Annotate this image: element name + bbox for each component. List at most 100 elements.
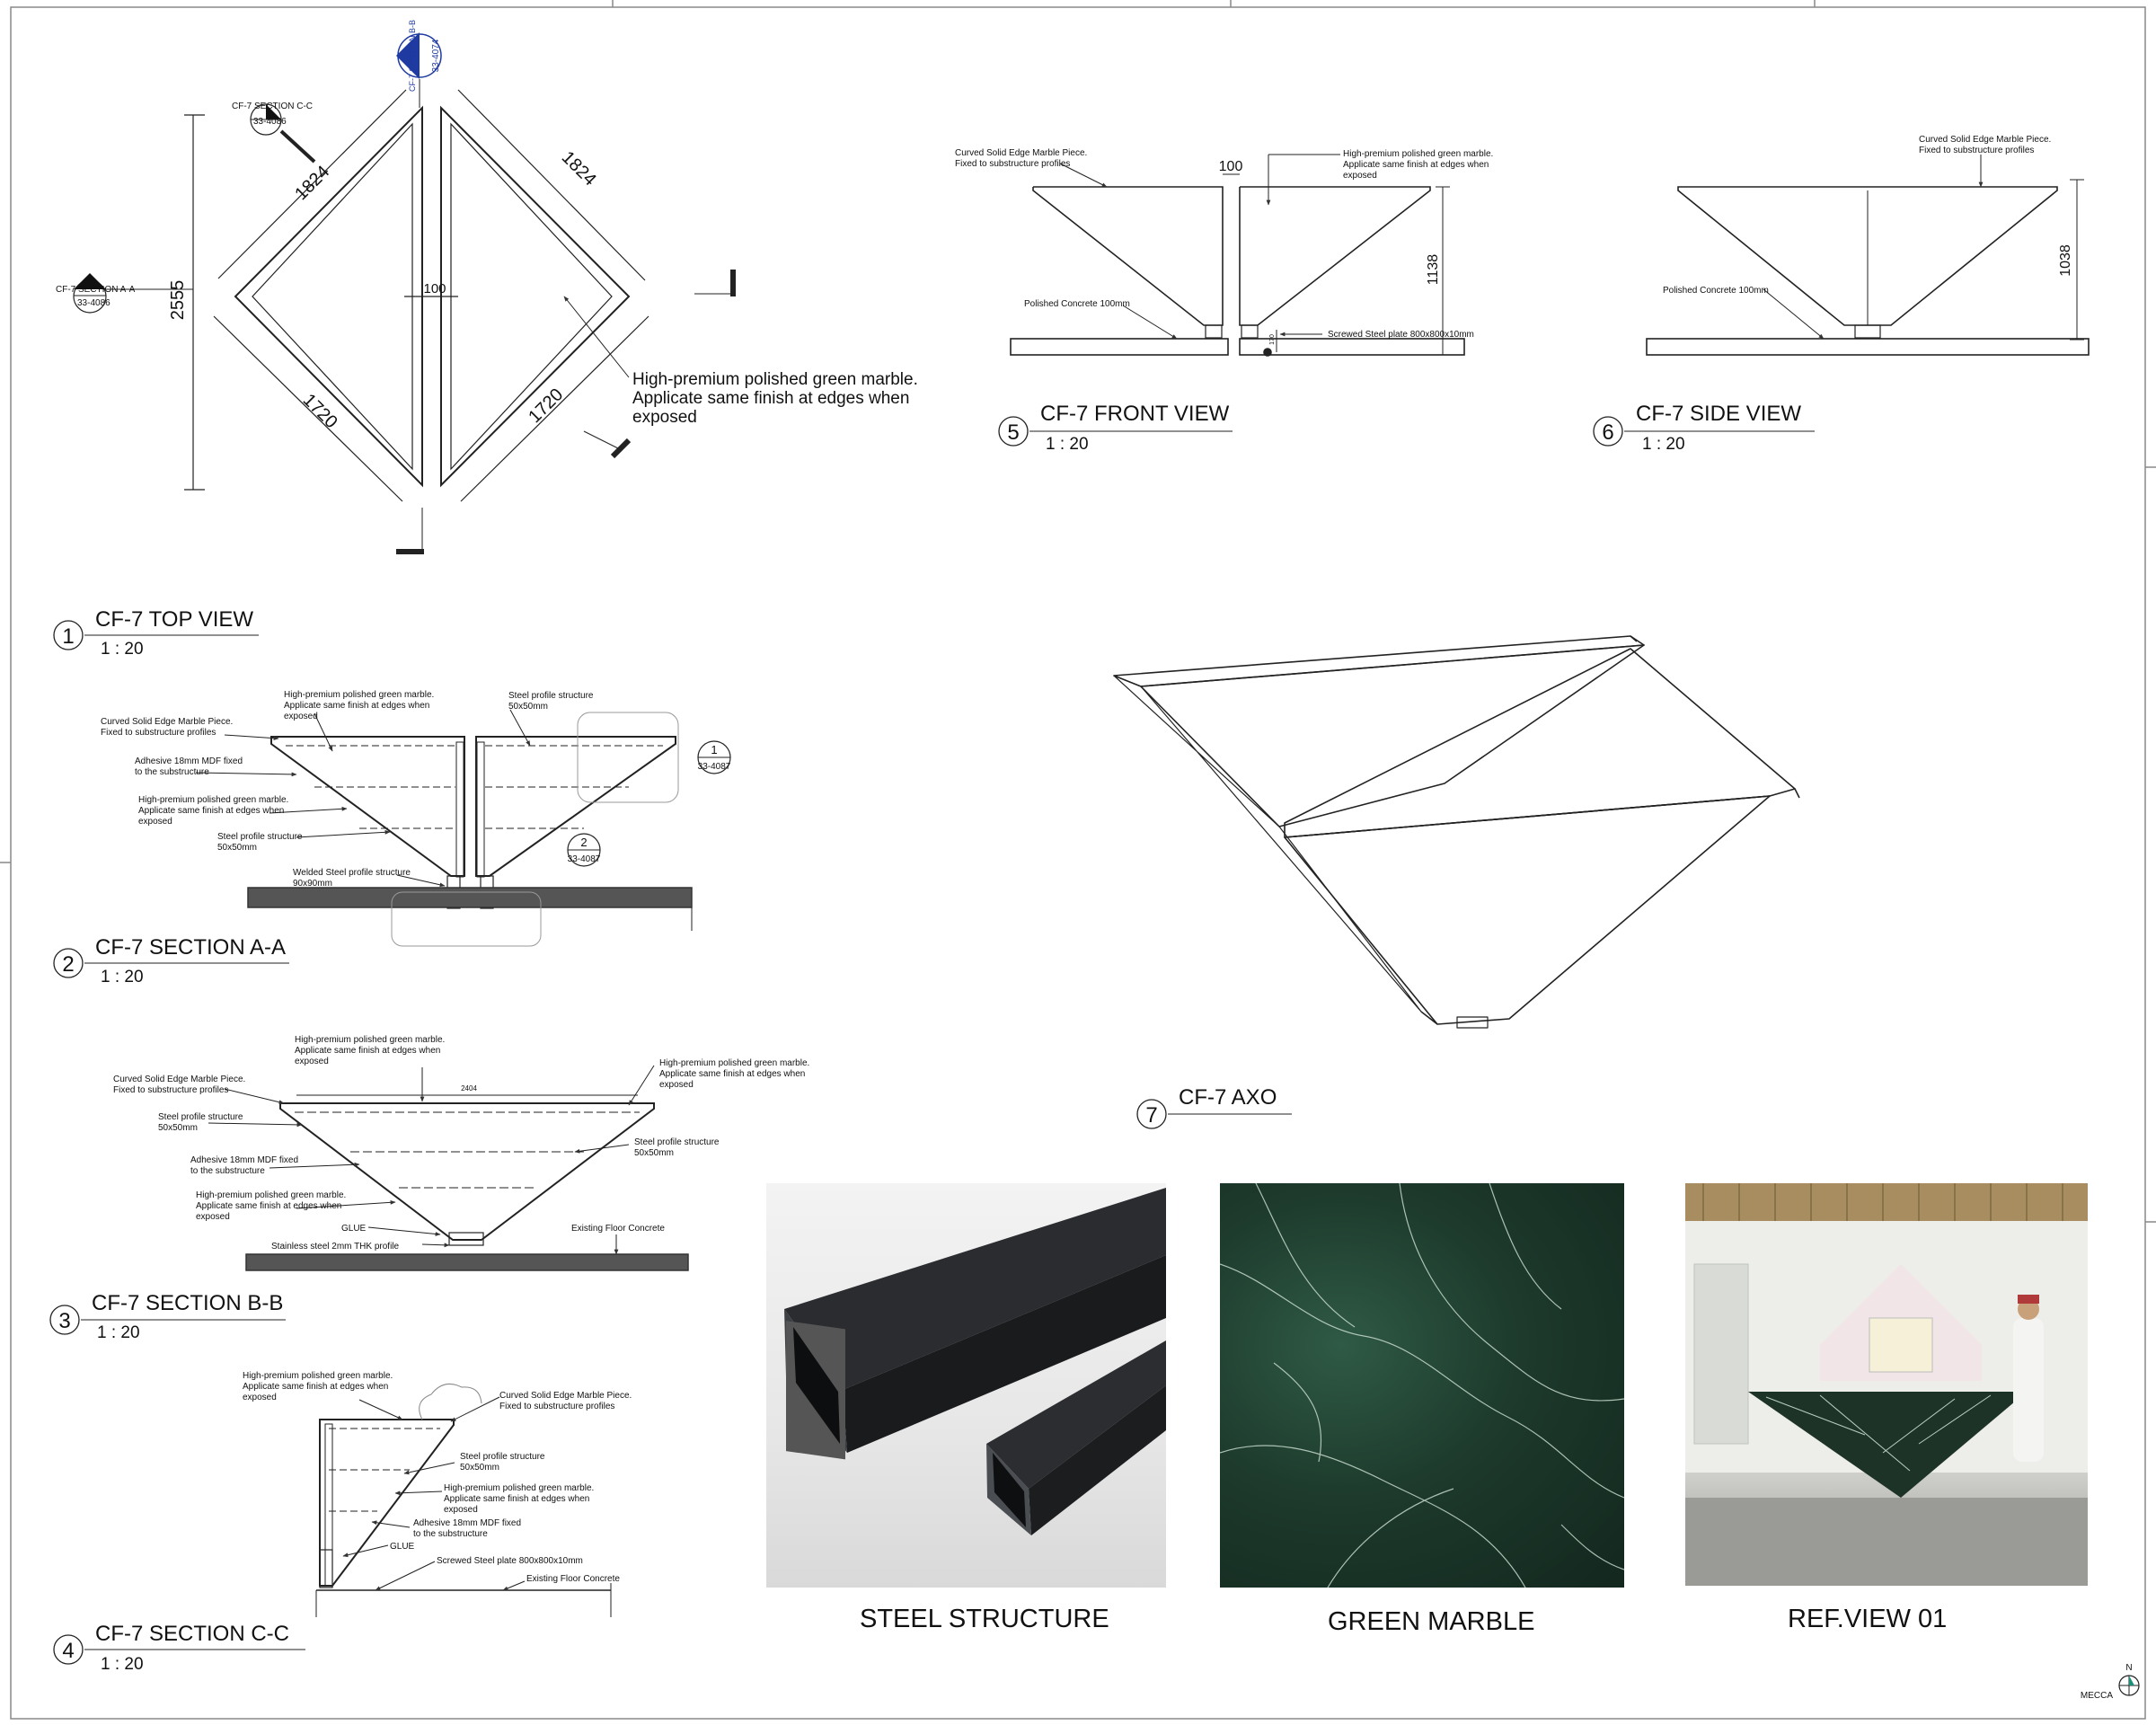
green-marble-caption: GREEN MARBLE bbox=[1328, 1607, 1535, 1636]
view-6-name: CF-7 SIDE VIEW bbox=[1636, 402, 1801, 426]
marble-note-line2: Applicate same finish at edges when bbox=[632, 389, 909, 408]
section-aa-notes: High-premium polished green marble. Appl… bbox=[101, 690, 594, 889]
section-aa-drawing bbox=[195, 709, 693, 947]
dim-100: 100 bbox=[423, 281, 446, 296]
front-concrete-note: Polished Concrete 100mm bbox=[1024, 299, 1130, 309]
bb-marble-right-2: Applicate same finish at edges when bbox=[659, 1069, 805, 1079]
view-4-name: CF-7 SECTION C-C bbox=[95, 1622, 289, 1646]
cc-mdf-2: to the substructure bbox=[413, 1529, 488, 1539]
section-aa-detail-2: 2 33-4087 bbox=[567, 833, 601, 867]
view-7-number: 7 bbox=[1145, 1103, 1157, 1128]
section-b-marker: CF-7 SECTION B-B 33-4074 bbox=[396, 20, 442, 92]
aa-steel-mid-1: Steel profile structure bbox=[217, 832, 303, 842]
top-view-drawing bbox=[184, 79, 736, 554]
view-6-title: 6 CF-7 SIDE VIEW 1 : 20 bbox=[1593, 402, 1815, 454]
section-c-ref: 33-4086 bbox=[253, 117, 287, 127]
side-concrete-note: Polished Concrete 100mm bbox=[1663, 286, 1769, 296]
detail-1-ref: 33-4087 bbox=[698, 762, 731, 772]
view-4-title: 4 CF-7 SECTION C-C 1 : 20 bbox=[53, 1622, 305, 1674]
view-6-number: 6 bbox=[1602, 420, 1613, 445]
side-view-notes: Curved Solid Edge Marble Piece. Fixed to… bbox=[1663, 135, 2073, 296]
bb-floor: Existing Floor Concrete bbox=[571, 1224, 665, 1234]
front-marble-note-3: exposed bbox=[1343, 171, 1377, 181]
dim-1824-left: 1824 bbox=[291, 162, 333, 204]
view-2-name: CF-7 SECTION A-A bbox=[95, 935, 286, 960]
aa-marble-mid-1: High-premium polished green marble. bbox=[138, 795, 288, 805]
aa-curved-2: Fixed to substructure profiles bbox=[101, 728, 216, 738]
bb-marble-top-3: exposed bbox=[295, 1057, 329, 1066]
cc-marble-top-3: exposed bbox=[243, 1393, 277, 1402]
cc-marble-top-1: High-premium polished green marble. bbox=[243, 1371, 393, 1381]
cc-plate-note: Screwed Steel plate 800x800x10mm bbox=[437, 1556, 583, 1566]
view-3-number: 3 bbox=[58, 1309, 70, 1333]
cc-marble-mid-2: Applicate same finish at edges when bbox=[444, 1494, 589, 1504]
bb-marble-low-2: Applicate same finish at edges when bbox=[196, 1201, 341, 1211]
aa-welded-2: 90x90mm bbox=[293, 879, 332, 889]
marble-veins-icon bbox=[1220, 1183, 1624, 1588]
section-b-ref: 33-4074 bbox=[431, 39, 441, 72]
view-3-title: 3 CF-7 SECTION B-B 1 : 20 bbox=[49, 1291, 286, 1342]
aa-steel-mid-2: 50x50mm bbox=[217, 843, 257, 853]
view-6-scale: 1 : 20 bbox=[1642, 435, 1685, 454]
view-5-name: CF-7 FRONT VIEW bbox=[1040, 402, 1230, 426]
bb-stainless: Stainless steel 2mm THK profile bbox=[271, 1242, 400, 1252]
front-gap-dim: 100 bbox=[1219, 159, 1243, 174]
cc-marble-mid-3: exposed bbox=[444, 1505, 478, 1515]
cc-marble-mid-1: High-premium polished green marble. bbox=[444, 1483, 594, 1493]
bb-steel-left-1: Steel profile structure bbox=[158, 1112, 243, 1122]
steel-structure-photo bbox=[766, 1183, 1166, 1588]
bb-steel-right-2: 50x50mm bbox=[634, 1148, 674, 1158]
section-bb-drawing bbox=[208, 1065, 689, 1271]
cc-floor: Existing Floor Concrete bbox=[526, 1574, 620, 1584]
view-7-title: 7 CF-7 AXO bbox=[1136, 1085, 1292, 1129]
front-curved-note-2: Fixed to substructure profiles bbox=[955, 159, 1070, 169]
view-5-title: 5 CF-7 FRONT VIEW 1 : 20 bbox=[998, 402, 1233, 454]
green-marble-photo bbox=[1220, 1183, 1624, 1588]
section-a-label: CF-7 SECTION A-A bbox=[56, 285, 136, 295]
dim-1824-right: 1824 bbox=[558, 147, 600, 190]
front-plate-note: Screwed Steel plate 800x800x10mm bbox=[1328, 330, 1474, 340]
bb-glue: GLUE bbox=[341, 1224, 367, 1234]
view-2-title: 2 CF-7 SECTION A-A 1 : 20 bbox=[53, 935, 289, 986]
section-c-marker: CF-7 SECTION C-C 33-4086 bbox=[232, 102, 316, 164]
view-1-number: 1 bbox=[62, 624, 74, 649]
top-view-marble-note: High-premium polished green marble. Appl… bbox=[632, 370, 918, 427]
cc-steel-2: 50x50mm bbox=[460, 1463, 499, 1473]
cc-curved-1: Curved Solid Edge Marble Piece. bbox=[499, 1391, 632, 1401]
view-1-scale: 1 : 20 bbox=[101, 640, 144, 659]
detail-2-number: 2 bbox=[580, 836, 587, 849]
front-marble-note-2: Applicate same finish at edges when bbox=[1343, 160, 1489, 170]
view-2-scale: 1 : 20 bbox=[101, 968, 144, 986]
steel-structure-caption: STEEL STRUCTURE bbox=[860, 1605, 1109, 1633]
aa-steel-top-1: Steel profile structure bbox=[508, 691, 594, 701]
bb-marble-right-1: High-premium polished green marble. bbox=[659, 1058, 809, 1068]
bb-width-dim: 2404 bbox=[461, 1084, 477, 1092]
aa-marble-top-1: High-premium polished green marble. bbox=[284, 690, 434, 700]
cc-mdf-1: Adhesive 18mm MDF fixed bbox=[413, 1518, 521, 1528]
aa-mdf-1: Adhesive 18mm MDF fixed bbox=[135, 756, 243, 766]
marble-note-line3: exposed bbox=[632, 408, 697, 427]
view-3-name: CF-7 SECTION B-B bbox=[92, 1291, 283, 1315]
bb-marble-low-1: High-premium polished green marble. bbox=[196, 1190, 346, 1200]
north-label: N bbox=[2125, 1663, 2132, 1673]
reference-view-photo bbox=[1685, 1183, 2088, 1586]
aa-marble-mid-2: Applicate same finish at edges when bbox=[138, 806, 284, 816]
detail-2-ref: 33-4087 bbox=[568, 854, 601, 864]
section-c-label: CF-7 SECTION C-C bbox=[232, 102, 313, 111]
front-marble-note-1: High-premium polished green marble. bbox=[1343, 149, 1493, 159]
axo-drawing bbox=[1113, 635, 1800, 1029]
view-5-number: 5 bbox=[1007, 420, 1019, 445]
view-4-scale: 1 : 20 bbox=[101, 1655, 144, 1674]
bb-mdf-2: to the substructure bbox=[190, 1166, 265, 1176]
bb-marble-top-1: High-premium polished green marble. bbox=[295, 1035, 445, 1045]
city-label: MECCA bbox=[2081, 1691, 2113, 1701]
north-arrow: N MECCA bbox=[2081, 1663, 2140, 1701]
section-a-ref: 33-4086 bbox=[77, 298, 110, 308]
section-bb-notes: High-premium polished green marble. Appl… bbox=[113, 1035, 809, 1252]
reference-view-caption: REF.VIEW 01 bbox=[1788, 1605, 1948, 1633]
steel-tubes-icon bbox=[784, 1188, 1166, 1535]
bb-steel-left-2: 50x50mm bbox=[158, 1123, 198, 1133]
view-7-name: CF-7 AXO bbox=[1179, 1085, 1277, 1110]
side-curved-note-1: Curved Solid Edge Marble Piece. bbox=[1919, 135, 2051, 145]
bb-marble-right-3: exposed bbox=[659, 1080, 694, 1090]
